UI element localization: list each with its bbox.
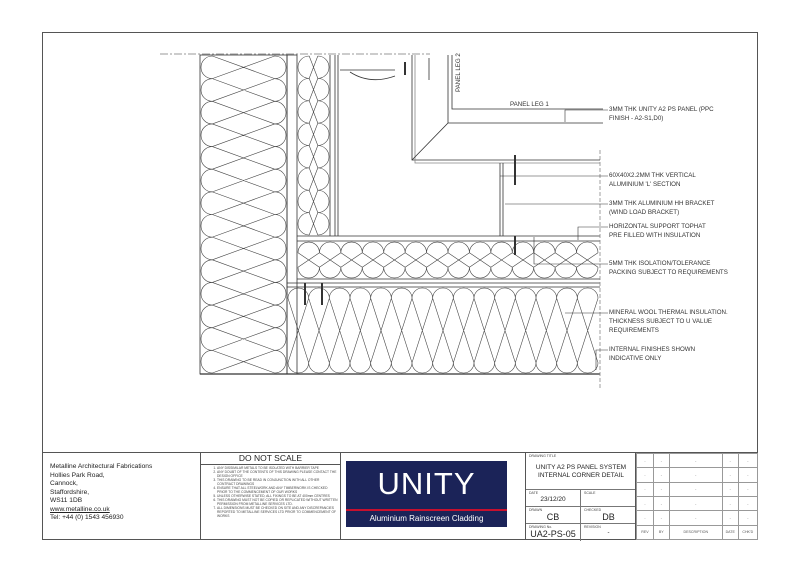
- revision-row: -----: [636, 481, 759, 497]
- notes-list: ANY DISSIMILAR METALS TO BE ISOLATED WIT…: [201, 466, 340, 518]
- revision-header: BY: [652, 524, 670, 541]
- scale-cell: SCALE: [581, 490, 636, 507]
- address-line: Hollies Park Road,: [50, 471, 105, 479]
- address-line: WS11 1DB: [50, 497, 83, 504]
- caption: DRAWING TITLE: [529, 454, 557, 458]
- revision-cell: REVISION -: [581, 524, 636, 541]
- revision-cell: -: [652, 495, 670, 512]
- panel-leg-1-label: PANEL LEG 1: [510, 101, 549, 108]
- date-cell: DATE 23/12/20: [526, 490, 581, 507]
- note: THIS DRAWING MUST NOT BE COPIED OR REPLI…: [217, 498, 338, 506]
- note: ENSURE THAT ALL STEELWORK AND ANY TIMBER…: [217, 486, 338, 494]
- revision-cell: -: [721, 481, 739, 497]
- checked-value: DB: [602, 512, 615, 522]
- caption: DATE: [529, 491, 539, 495]
- revision-cell: -: [737, 452, 759, 469]
- caption: CHECKED: [584, 508, 602, 512]
- note: UNLESS OTHERWISE STATED, ALL FIXINGS TO …: [217, 494, 338, 498]
- revision-cell: -: [721, 510, 739, 526]
- annotation-bracket: 3MM THK ALUMINIUM HH BRACKET(WIND LOAD B…: [609, 200, 715, 216]
- notes-heading: DO NOT SCALE: [201, 453, 340, 465]
- revision-cell: -: [636, 481, 654, 497]
- note: ANY DOUBT OF THE CONTENTS OF THIS DRAWIN…: [217, 470, 338, 478]
- checked-cell: CHECKED DB: [581, 507, 636, 524]
- leader-lines: [500, 109, 608, 370]
- drawing-sheet-border: [42, 32, 758, 540]
- revision-cell: -: [737, 481, 759, 497]
- revision-cell: -: [636, 452, 654, 469]
- drawn-cell: DRAWN CB: [526, 507, 581, 524]
- caption: DRAWING No.: [529, 525, 553, 529]
- revision-cell: -: [721, 467, 739, 483]
- revision-cell: -: [668, 467, 723, 483]
- logo-subtitle: Aluminium Rainscreen Cladding: [369, 514, 484, 523]
- revision-header: CHK'D: [737, 524, 759, 541]
- revision-row: -----: [636, 452, 759, 469]
- panel-leg-2-label: PANEL LEG 2: [455, 53, 462, 92]
- mineral-wool-insulation: [200, 55, 599, 374]
- date-value: 23/12/20: [540, 496, 566, 503]
- phone: Tel: +44 (0) 1543 456930: [50, 514, 124, 521]
- revision-header: REV: [636, 524, 654, 541]
- drawn-value: CB: [546, 512, 560, 522]
- revision-cell: -: [652, 467, 670, 483]
- revision-cell: -: [652, 452, 670, 469]
- logo-title: UNITY: [377, 466, 476, 501]
- note: ALL DIMENSIONS MUST BE CHECKED ON SITE A…: [217, 506, 338, 518]
- revision-cell: -: [737, 510, 759, 526]
- revision-cell: -: [737, 467, 759, 483]
- revision-row: -----: [636, 467, 759, 483]
- internal-corner-detail-drawing: [160, 53, 608, 390]
- revision-cell: -: [668, 495, 723, 512]
- revision-cell: -: [636, 510, 654, 526]
- caption: REVISION: [584, 525, 601, 529]
- address-line: Cannock,: [50, 480, 78, 487]
- company-address: Metalline Architectural Fabrications Hol…: [42, 452, 200, 540]
- caption: DRAWN: [529, 508, 543, 512]
- revision-cell: -: [652, 481, 670, 497]
- revision-value: -: [607, 530, 610, 536]
- revision-row: -----: [636, 510, 759, 526]
- website-link[interactable]: www.metalline.co.uk: [50, 505, 110, 513]
- revision-cell: -: [652, 510, 670, 526]
- revision-row: -----: [636, 495, 759, 512]
- note: THIS DRAWING TO BE READ IN CONJUNCTION W…: [217, 478, 338, 486]
- logo-accent-bar: [346, 509, 507, 511]
- note: ANY DISSIMILAR METALS TO BE ISOLATED WIT…: [217, 466, 338, 470]
- revision-cell: -: [668, 481, 723, 497]
- revision-header: DESCRIPTION: [668, 524, 723, 541]
- revision-cell: -: [636, 495, 654, 512]
- revision-cell: -: [668, 452, 723, 469]
- revision-cell: -: [721, 495, 739, 512]
- unity-logo: UNITY Aluminium Rainscreen Cladding: [346, 461, 507, 527]
- address-line: Staffordshire,: [50, 488, 90, 496]
- revision-cell: -: [737, 495, 759, 512]
- caption: SCALE: [584, 491, 596, 495]
- revision-cell: -: [721, 452, 739, 469]
- drawing-no-value: UA2-PS-05: [530, 529, 576, 539]
- revision-header: DATE: [721, 524, 739, 541]
- company-name: Metalline Architectural Fabrications: [50, 463, 153, 470]
- drawing-no-cell: DRAWING No. UA2-PS-05: [526, 524, 581, 541]
- logo-cell: UNITY Aluminium Rainscreen Cladding: [341, 452, 525, 540]
- notes-panel: DO NOT SCALE ANY DISSIMILAR METALS TO BE…: [200, 452, 341, 540]
- annotation-insulation: MINERAL WOOL THERMAL INSULATION.THICKNES…: [609, 309, 728, 334]
- insulation-hatching: [200, 55, 599, 374]
- revision-cell: -: [636, 467, 654, 483]
- revision-cell: -: [668, 510, 723, 526]
